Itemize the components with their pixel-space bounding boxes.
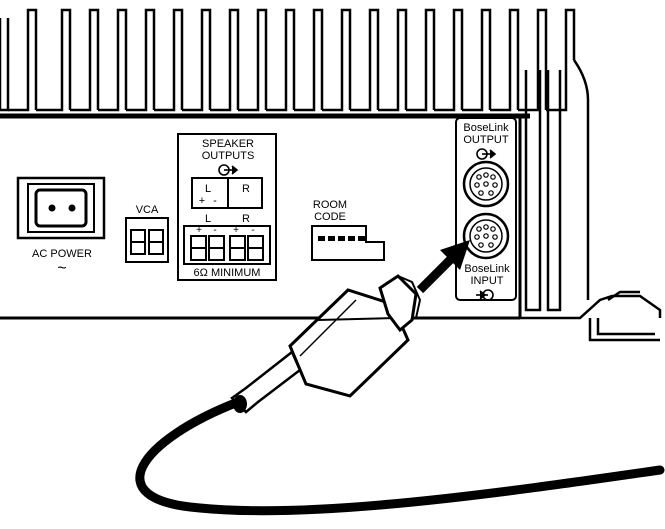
vca-label: VCA xyxy=(136,204,159,216)
speaker-left-label-top: L xyxy=(205,183,211,195)
boselink-input-label-2: INPUT xyxy=(471,275,504,287)
insertion-arrow-icon xyxy=(416,240,470,294)
speaker-plus-label-l: + xyxy=(196,225,202,236)
speaker-outputs-label: SPEAKER xyxy=(202,138,254,150)
speaker-outputs-label-2: OUTPUTS xyxy=(202,150,255,162)
circle-arrow-in-icon xyxy=(476,289,494,301)
circle-arrow-out-icon xyxy=(476,148,497,160)
vca-connector[interactable] xyxy=(125,217,169,263)
ac-power-inlet[interactable] xyxy=(16,176,106,240)
ac-symbol-label: ~ xyxy=(57,260,66,277)
ac-power-label: AC POWER xyxy=(32,248,92,260)
boselink-input-connector[interactable] xyxy=(462,212,510,260)
speaker-minimum-label: 6Ω MINIMUM xyxy=(194,267,261,279)
boselink-output-connector[interactable] xyxy=(462,160,510,208)
heat-sink xyxy=(0,8,576,119)
speaker-outputs-panel xyxy=(177,133,277,281)
room-code-label-2: CODE xyxy=(314,211,346,223)
amplifier-chassis xyxy=(0,59,662,342)
speaker-polarity-box xyxy=(191,177,263,209)
boselink-cable[interactable] xyxy=(135,274,665,516)
room-code-label: ROOM xyxy=(313,199,347,211)
boselink-output-label-2: OUTPUT xyxy=(463,134,509,146)
speaker-minus-label-r: - xyxy=(251,225,254,236)
speaker-right-label-top: R xyxy=(242,183,250,195)
speaker-right-label: R xyxy=(242,213,250,225)
speaker-terminal-block[interactable] xyxy=(183,225,271,265)
circle-arrow-out-icon xyxy=(218,164,239,176)
speaker-minus-label-top: - xyxy=(213,195,217,207)
room-code-switch[interactable] xyxy=(311,225,385,261)
speaker-left-label: L xyxy=(205,213,211,225)
speaker-plus-label-r: + xyxy=(233,225,239,236)
boselink-input-label: BoseLink xyxy=(464,263,510,275)
boselink-output-label: BoseLink xyxy=(463,122,509,134)
speaker-plus-label-top: + xyxy=(199,195,205,207)
speaker-minus-label-l: - xyxy=(213,225,216,236)
